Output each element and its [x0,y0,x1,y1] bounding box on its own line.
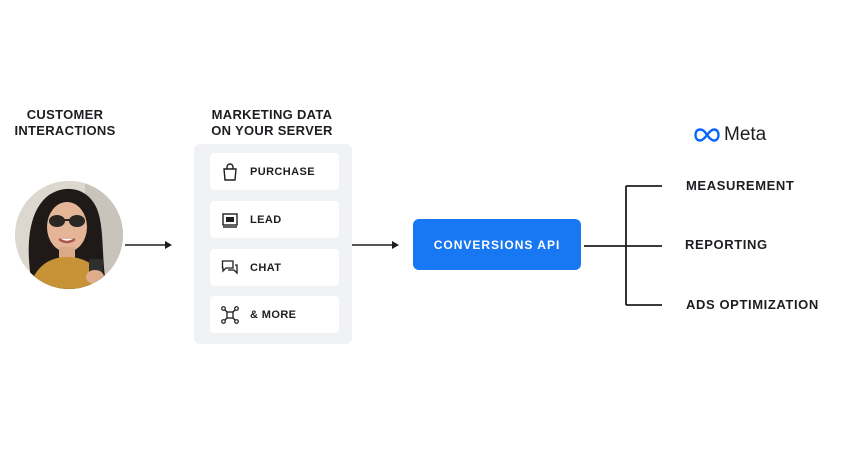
conversions-api-box: CONVERSIONS API [413,219,581,270]
data-card-label: PURCHASE [250,165,315,178]
customer-heading-line2: INTERACTIONS [14,123,116,138]
arrow-data-to-api [352,241,399,249]
data-card-purchase: PURCHASE [210,153,339,190]
data-card-lead: LEAD [210,201,339,238]
marketing-heading-line1: MARKETING DATA [211,107,333,122]
data-card-more: & MORE [210,296,339,333]
arrow-customer-to-data [125,241,172,249]
meta-wordmark: Meta [724,124,767,145]
marketing-data-heading: MARKETING DATA ON YOUR SERVER [190,107,354,139]
lead-form-icon [220,210,240,230]
meta-logo: Meta [694,124,766,146]
data-card-label: LEAD [250,213,282,226]
network-nodes-icon [220,305,240,325]
conversions-api-label: CONVERSIONS API [433,237,561,252]
customer-interactions-heading: CUSTOMER INTERACTIONS [0,107,130,139]
shopping-bag-icon [220,162,240,182]
data-card-chat: CHAT [210,249,339,286]
customer-avatar [15,181,123,289]
output-branch-connector [584,185,662,306]
output-reporting: REPORTING [685,237,768,252]
data-card-label: CHAT [250,261,282,274]
data-card-label: & MORE [250,308,297,321]
output-ads-optimization: ADS OPTIMIZATION [686,297,819,312]
chat-bubbles-icon [220,258,240,278]
marketing-data-panel: PURCHASE LEAD CHAT [194,144,352,344]
output-measurement: MEASUREMENT [686,178,795,193]
marketing-heading-line2: ON YOUR SERVER [211,123,333,138]
meta-infinity-icon [694,128,720,142]
customer-heading-line1: CUSTOMER [26,107,104,122]
